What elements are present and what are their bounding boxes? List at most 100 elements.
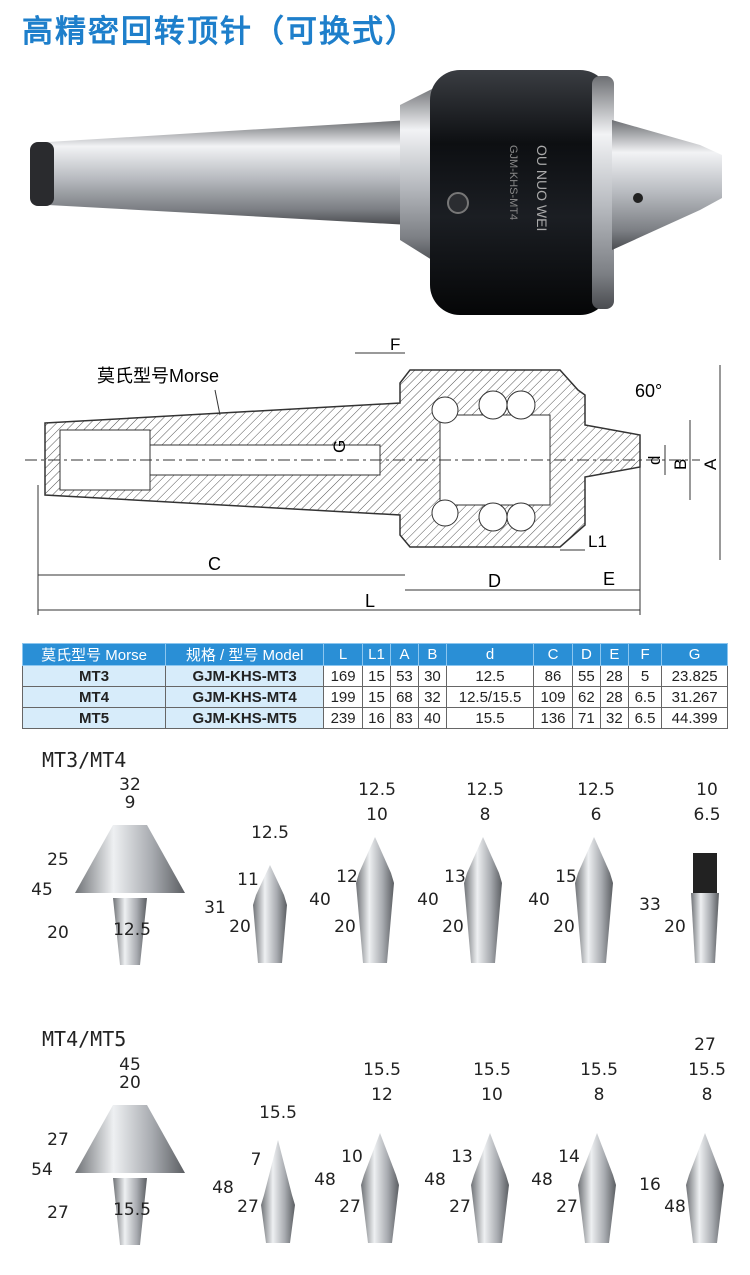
dimension-label: 15.5	[688, 1060, 726, 1080]
tip-1-3	[356, 837, 394, 963]
dim-e: E	[603, 569, 615, 589]
dimension-label: 9	[124, 793, 136, 813]
table-cell: 15	[361, 686, 391, 708]
table-cell: GJM-KHS-MT4	[165, 686, 325, 708]
dimension-label: 40	[417, 890, 439, 910]
dimension-label: 12.5	[466, 780, 504, 800]
dimension-label: 8	[593, 1085, 605, 1105]
dim-d: d	[645, 456, 664, 465]
dimension-label: 10	[366, 805, 388, 825]
table-cell: 16	[361, 707, 391, 729]
morse-label: 莫氏型号Morse	[97, 366, 219, 386]
table-cell: 23.825	[661, 665, 728, 687]
table-cell: 5	[627, 665, 663, 687]
dimension-label: 48	[664, 1197, 686, 1217]
dimension-label: 6.5	[693, 805, 721, 825]
dimension-label: 6	[590, 805, 602, 825]
dimension-label: 7	[250, 1150, 262, 1170]
dimension-label: 12.5	[577, 780, 615, 800]
column-header: E	[599, 643, 629, 666]
dim-g: G	[330, 440, 349, 453]
product-photo: OU NUO WEI GJM-KHS-MT4	[30, 70, 722, 315]
dimension-label: 27	[449, 1197, 471, 1217]
tip-drawings	[75, 825, 719, 965]
dimension-label: 10	[696, 780, 718, 800]
column-header: F	[627, 643, 663, 666]
dimension-label: 20	[229, 917, 251, 937]
angle-label: 60°	[635, 381, 662, 401]
dimension-label: 27	[556, 1197, 578, 1217]
dimension-label: 15.5	[363, 1060, 401, 1080]
dimension-label: 27	[237, 1197, 259, 1217]
dimension-label: 15.5	[473, 1060, 511, 1080]
table-cell: 28	[599, 665, 629, 687]
dimension-label: 15.5	[259, 1103, 297, 1123]
column-header: d	[445, 643, 535, 666]
table-cell: 83	[389, 707, 419, 729]
dimension-label: 12	[336, 867, 358, 887]
dim-d-upper: D	[488, 571, 501, 591]
section-title-mt3-mt4: MT3/MT4	[42, 748, 127, 772]
dimension-label: 10	[341, 1147, 363, 1167]
table-cell: 15.5	[445, 707, 535, 729]
dimension-label: 40	[528, 890, 550, 910]
table-cell: MT4	[21, 686, 167, 708]
tip-2-2	[261, 1140, 295, 1243]
column-header: B	[417, 643, 447, 666]
table-cell: 239	[323, 707, 363, 729]
dimension-label: 15.5	[580, 1060, 618, 1080]
table-cell: MT3	[21, 665, 167, 687]
tip-1-4	[464, 837, 502, 963]
dimension-label: 48	[424, 1170, 446, 1190]
column-header: A	[389, 643, 419, 666]
tip-shape	[75, 1105, 185, 1173]
table-cell: 32	[417, 686, 447, 708]
table-cell: 30	[417, 665, 447, 687]
dimension-label: 16	[639, 1175, 661, 1195]
table-cell: 199	[323, 686, 363, 708]
dimension-label: 12.5	[113, 920, 151, 940]
table-cell: GJM-KHS-MT5	[165, 707, 325, 729]
dimension-label: 14	[558, 1147, 580, 1167]
dimension-label: 12	[371, 1085, 393, 1105]
table-cell: 62	[571, 686, 601, 708]
table-cell: GJM-KHS-MT3	[165, 665, 325, 687]
dimension-label: 15.5	[113, 1200, 151, 1220]
dimension-label: 20	[334, 917, 356, 937]
dimension-label: 11	[237, 870, 259, 890]
tip-shape	[75, 825, 185, 893]
table-cell: 28	[599, 686, 629, 708]
dim-a: A	[701, 458, 720, 470]
table-cell: 136	[533, 707, 573, 729]
dim-l1: L1	[588, 532, 607, 551]
dimension-label: 40	[309, 890, 331, 910]
table-cell: 15	[361, 665, 391, 687]
dimension-label: 12.5	[358, 780, 396, 800]
model-text: GJM-KHS-MT4	[507, 145, 519, 220]
dimension-label: 20	[664, 917, 686, 937]
dimension-label: 33	[639, 895, 661, 915]
dimension-label: 8	[701, 1085, 713, 1105]
page-title: 高精密回转顶针（可换式）	[22, 14, 418, 50]
dimension-label: 48	[531, 1170, 553, 1190]
column-header: D	[571, 643, 601, 666]
dimension-label: 25	[47, 850, 69, 870]
tip-1-5	[575, 837, 613, 963]
dimension-label: 54	[31, 1160, 53, 1180]
table-cell: 12.5	[445, 665, 535, 687]
tip-1-1	[75, 825, 185, 965]
table-cell: 86	[533, 665, 573, 687]
table-cell: 32	[599, 707, 629, 729]
table-cell: 169	[323, 665, 363, 687]
dimension-label: 20	[442, 917, 464, 937]
table-cell: 53	[389, 665, 419, 687]
dimension-label: 31	[204, 898, 226, 918]
table-cell: 6.5	[627, 686, 663, 708]
column-header: 规格 / 型号 Model	[165, 643, 325, 666]
column-header: G	[661, 643, 728, 666]
table-cell: 6.5	[627, 707, 663, 729]
dimension-label: 27	[339, 1197, 361, 1217]
table-cell: 44.399	[661, 707, 728, 729]
